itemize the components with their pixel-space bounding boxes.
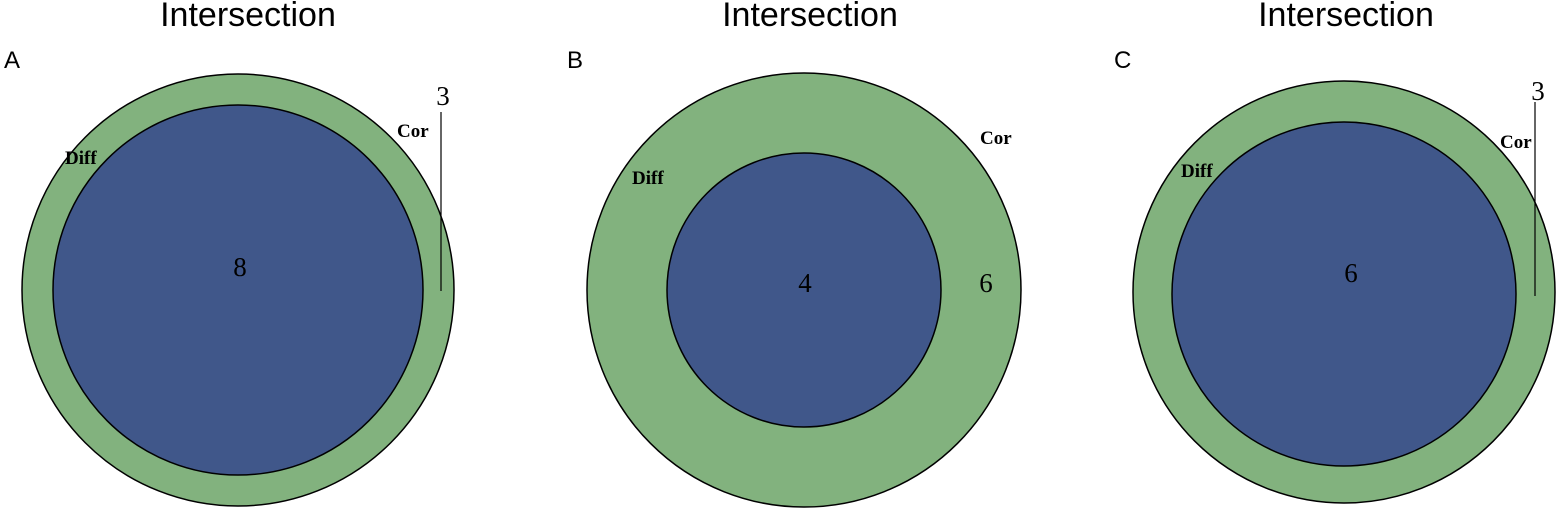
panel-b-cor-only-count: 6 (979, 268, 993, 298)
panel-c: Intersection C Cor Diff 6 3 (1114, 0, 1556, 504)
panel-b-intersection-count: 4 (798, 268, 812, 298)
panel-c-diff-circle (1171, 121, 1517, 467)
panel-a-letter: A (4, 47, 20, 74)
panel-c-intersection-count: 6 (1344, 258, 1358, 288)
panel-b-letter: B (567, 47, 583, 74)
panel-b-diff-circle (666, 152, 942, 428)
panel-c-diff-label: Diff (1181, 161, 1213, 182)
panel-c-cor-only-count: 3 (1531, 76, 1545, 106)
panel-a-intersection-count: 8 (233, 252, 247, 282)
panel-b-diff-label: Diff (632, 168, 664, 189)
panel-a-diff-label: Diff (65, 148, 97, 169)
panel-a-cor-only-count: 3 (436, 81, 450, 111)
panel-a: Intersection A Cor Diff 8 3 (4, 0, 455, 507)
panel-c-title: Intersection (1258, 0, 1434, 34)
panel-a-diff-circle (52, 104, 424, 476)
panel-b-cor-label: Cor (980, 128, 1012, 149)
panel-c-cor-label: Cor (1500, 132, 1532, 153)
panel-b: Intersection B Cor Diff 4 6 (567, 0, 1022, 508)
panel-a-cor-label: Cor (397, 121, 429, 142)
panel-c-letter: C (1114, 47, 1131, 74)
panel-a-title: Intersection (160, 0, 336, 34)
panel-b-title: Intersection (722, 0, 898, 34)
